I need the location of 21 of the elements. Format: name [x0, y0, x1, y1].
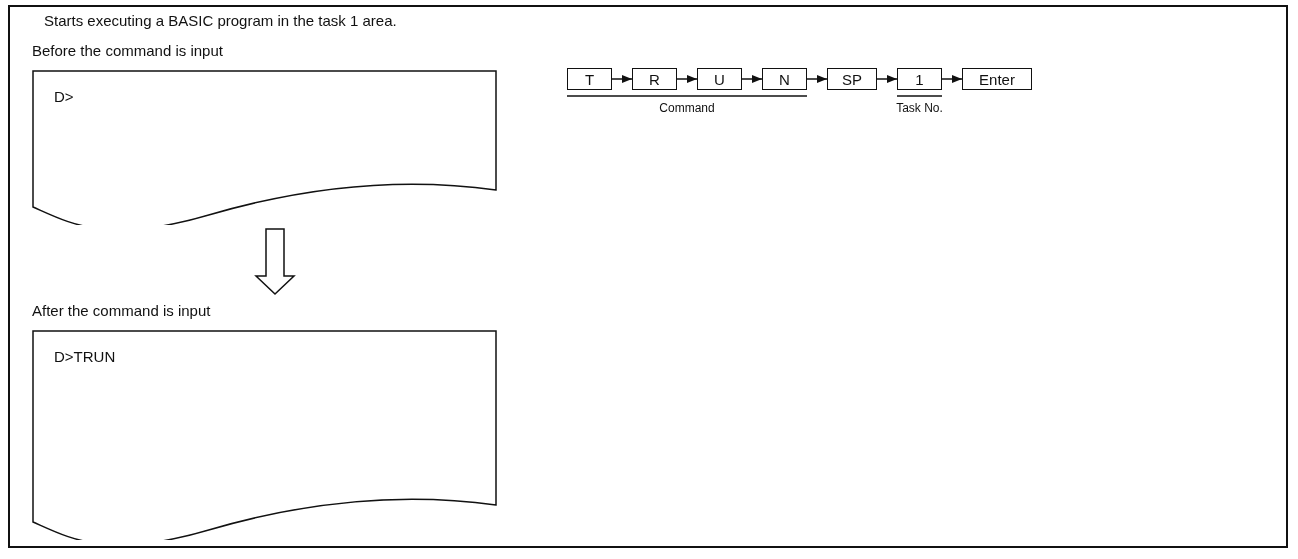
key-box: Enter — [962, 68, 1032, 90]
key-box: U — [697, 68, 742, 90]
key-box: T — [567, 68, 612, 90]
arrow — [876, 74, 898, 84]
prompt-text: D> — [54, 88, 74, 105]
arrow — [611, 74, 633, 84]
arrow — [941, 74, 963, 84]
arrow — [676, 74, 698, 84]
prompt-text: D>TRUN — [54, 348, 116, 365]
heading-text: Starts executing a BASIC program in the task 1 area. — [44, 12, 397, 29]
group-label: Task No. — [896, 101, 943, 115]
arrow — [806, 74, 828, 84]
key-box: N — [762, 68, 807, 90]
hollow-arrow — [254, 228, 296, 296]
screen-heading: Before the command is input — [32, 42, 223, 59]
key-box: SP — [827, 68, 877, 90]
key-box: R — [632, 68, 677, 90]
arrow — [741, 74, 763, 84]
group-label: Command — [659, 101, 715, 115]
screen-heading: After the command is input — [32, 302, 211, 319]
key-box: 1 — [897, 68, 942, 90]
